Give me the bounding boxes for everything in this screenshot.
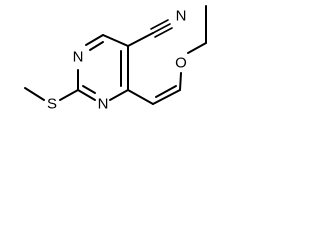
bond-c4-vinyl [127, 89, 154, 105]
bond-nitrile-1 [152, 23, 171, 34]
bond-c2-s [59, 89, 79, 101]
atom-sulfur: S [47, 96, 57, 113]
bond-c6-c5 [102, 34, 129, 47]
bond-c5-cn [127, 32, 154, 47]
molecule-drawing: N N S O N [24, 5, 207, 113]
bond-n1-c6-inner [89, 41, 104, 51]
bond-vinyl-o [179, 72, 182, 91]
bond-nitrile-3 [154, 27, 173, 38]
atom-n-bottom: N [98, 96, 109, 113]
bond-n3-c2-inner [82, 85, 96, 94]
bond-o-ethyl [187, 42, 207, 54]
bond-c4-n3 [109, 89, 129, 101]
bond-n3-c2 [77, 89, 96, 101]
bond-s-methyl [24, 87, 45, 101]
bond-nitrile-2 [150, 19, 169, 30]
structure-canvas: N N S O N [0, 0, 250, 132]
atom-nitrile-n: N [176, 8, 187, 25]
bond-vinyl-double [152, 89, 181, 105]
bond-n1-c6 [85, 34, 104, 46]
atom-n-top: N [73, 49, 84, 66]
bond-vinyl-double-inner [155, 85, 177, 98]
atom-oxygen: O [175, 55, 187, 72]
